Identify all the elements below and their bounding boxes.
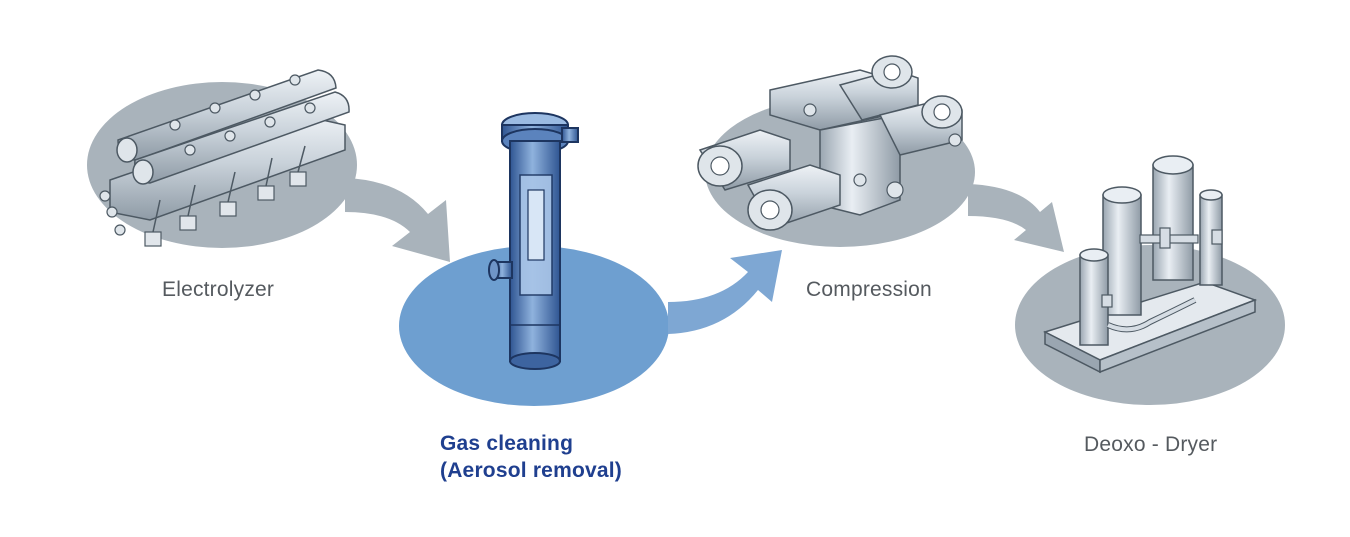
- compression-group: [697, 55, 975, 247]
- compression-label: Compression: [806, 278, 932, 301]
- flow-arrow-3: [968, 184, 1064, 252]
- deoxo-dryer-group: [1015, 155, 1285, 405]
- compressor-icon: [697, 55, 963, 231]
- gas-cleaning-label-line2: (Aerosol removal): [440, 459, 622, 482]
- electrolyzer-icon: [99, 69, 350, 247]
- deoxo-dryer-icon: [1043, 155, 1258, 374]
- flow-arrow-2: [668, 250, 782, 334]
- aerosol-separator-icon: [488, 112, 579, 370]
- gas-cleaning-label-line1: Gas cleaning: [440, 432, 574, 455]
- gas-cleaning-group: [399, 112, 669, 406]
- electrolyzer-label: Electrolyzer: [162, 278, 275, 301]
- electrolyzer-group: [87, 69, 357, 248]
- gas-cleaning-label: Gas cleaning (Aerosol removal): [440, 430, 622, 484]
- flow-arrow-1: [345, 178, 450, 262]
- deoxo-dryer-label: Deoxo - Dryer: [1084, 433, 1218, 456]
